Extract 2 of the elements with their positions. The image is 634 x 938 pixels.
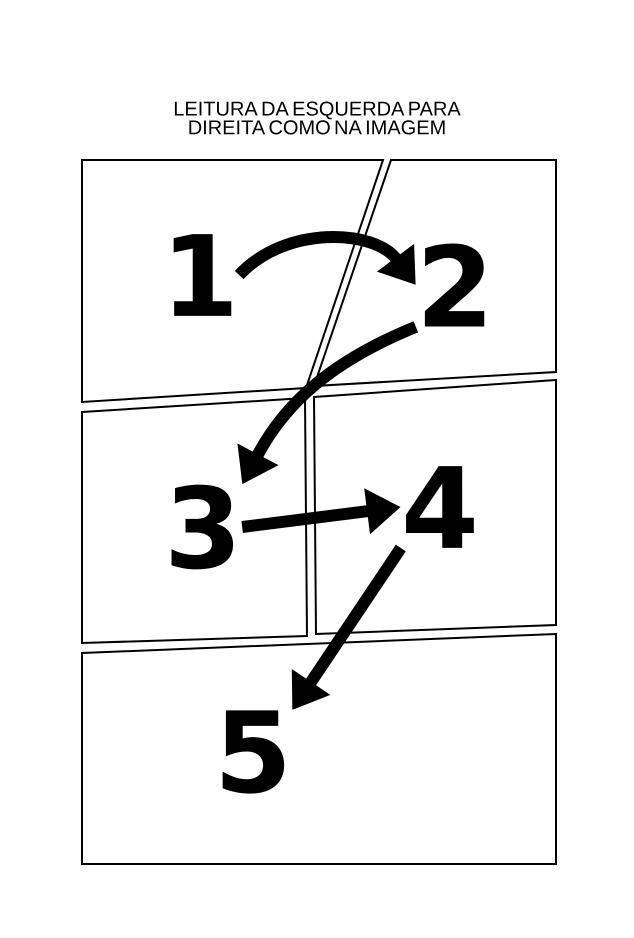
title: LEITURA DA ESQUERDA PARA DIREITA COMO NA IMAGEM [174,102,461,134]
comic-panel: 5 [81,632,557,865]
